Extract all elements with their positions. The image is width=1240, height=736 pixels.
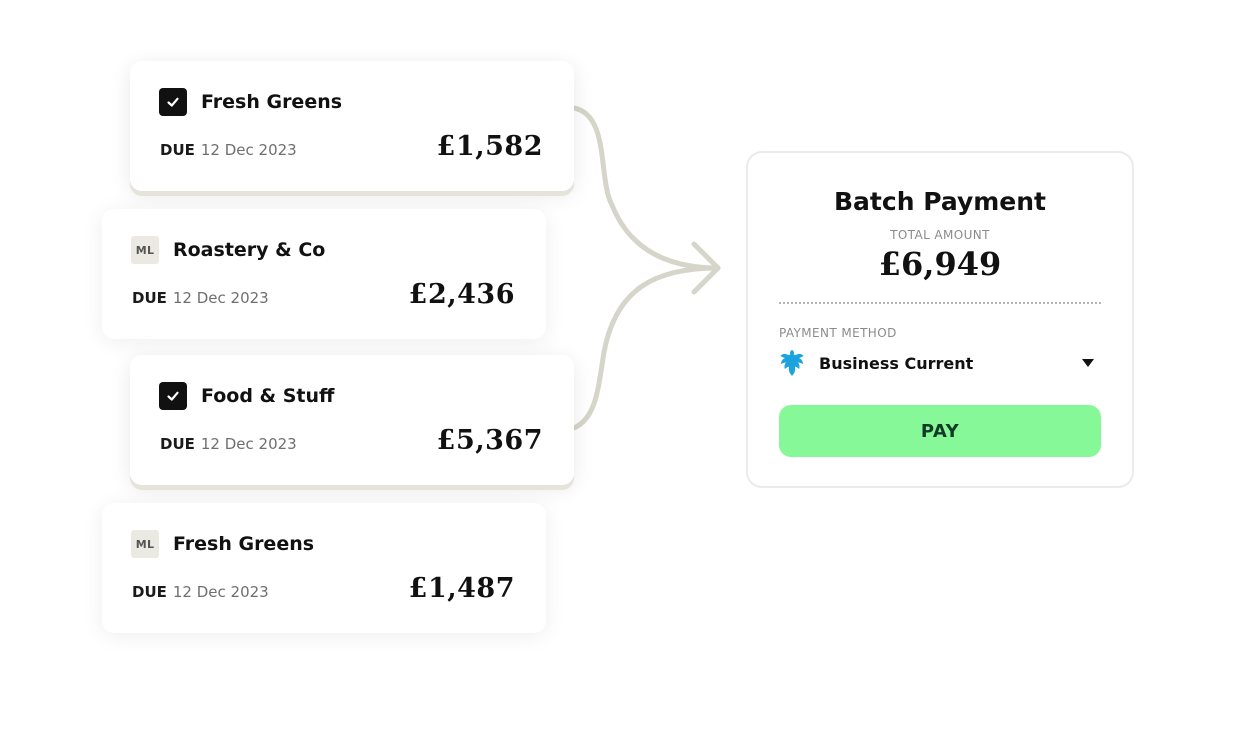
invoice-amount: £1,582 — [436, 131, 543, 162]
chevron-down-icon[interactable] — [1081, 358, 1095, 368]
invoice-card[interactable]: ML Roastery & Co DUE 12 Dec 2023 £2,436 — [102, 209, 546, 339]
check-icon — [167, 97, 179, 107]
pay-button[interactable]: PAY — [779, 405, 1101, 457]
invoice-card[interactable]: Food & Stuff DUE 12 Dec 2023 £5,367 — [130, 355, 574, 485]
invoice-header: ML Fresh Greens — [131, 530, 314, 558]
invoice-card[interactable]: Fresh Greens DUE 12 Dec 2023 £1,582 — [130, 61, 574, 191]
arrow-head — [691, 241, 721, 295]
vendor-avatar: ML — [131, 530, 159, 558]
batch-payment-panel: Batch Payment TOTAL AMOUNT £6,949 PAYMEN… — [746, 151, 1134, 488]
invoice-header: Fresh Greens — [159, 88, 342, 116]
due-row: DUE 12 Dec 2023 — [160, 435, 297, 453]
invoice-amount: £2,436 — [408, 279, 515, 310]
payment-method-value: Business Current — [819, 353, 974, 373]
due-date: 12 Dec 2023 — [200, 435, 297, 453]
connector-line-top — [571, 105, 721, 271]
due-row: DUE 12 Dec 2023 — [132, 289, 269, 307]
invoice-checkbox[interactable] — [159, 88, 187, 116]
connector-arrow — [571, 105, 721, 431]
due-label: DUE — [132, 289, 167, 307]
invoice-checkbox[interactable] — [159, 382, 187, 410]
invoice-amount: £1,487 — [408, 573, 515, 604]
invoice-header: Food & Stuff — [159, 382, 334, 410]
due-row: DUE 12 Dec 2023 — [160, 141, 297, 159]
vendor-avatar: ML — [131, 236, 159, 264]
payment-method-label: PAYMENT METHOD — [779, 326, 897, 340]
invoice-header: ML Roastery & Co — [131, 236, 325, 264]
eagle-bank-icon — [780, 350, 804, 376]
payment-method-select[interactable]: Business Current — [779, 349, 1101, 377]
due-date: 12 Dec 2023 — [172, 289, 269, 307]
due-date: 12 Dec 2023 — [172, 583, 269, 601]
dotted-divider — [779, 302, 1101, 304]
due-row: DUE 12 Dec 2023 — [132, 583, 269, 601]
due-date: 12 Dec 2023 — [200, 141, 297, 159]
vendor-name: Roastery & Co — [173, 239, 326, 261]
invoice-card[interactable]: ML Fresh Greens DUE 12 Dec 2023 £1,487 — [102, 503, 546, 633]
vendor-name: Food & Stuff — [201, 385, 335, 407]
total-amount: £6,949 — [878, 245, 1002, 283]
due-label: DUE — [160, 435, 195, 453]
invoice-amount: £5,367 — [436, 425, 543, 456]
batch-title: Batch Payment — [834, 187, 1046, 216]
check-icon — [167, 391, 179, 401]
due-label: DUE — [160, 141, 195, 159]
vendor-name: Fresh Greens — [201, 91, 343, 113]
total-amount-label: TOTAL AMOUNT — [890, 228, 990, 242]
due-label: DUE — [132, 583, 167, 601]
vendor-name: Fresh Greens — [173, 533, 315, 555]
connector-line-bottom — [571, 265, 721, 431]
